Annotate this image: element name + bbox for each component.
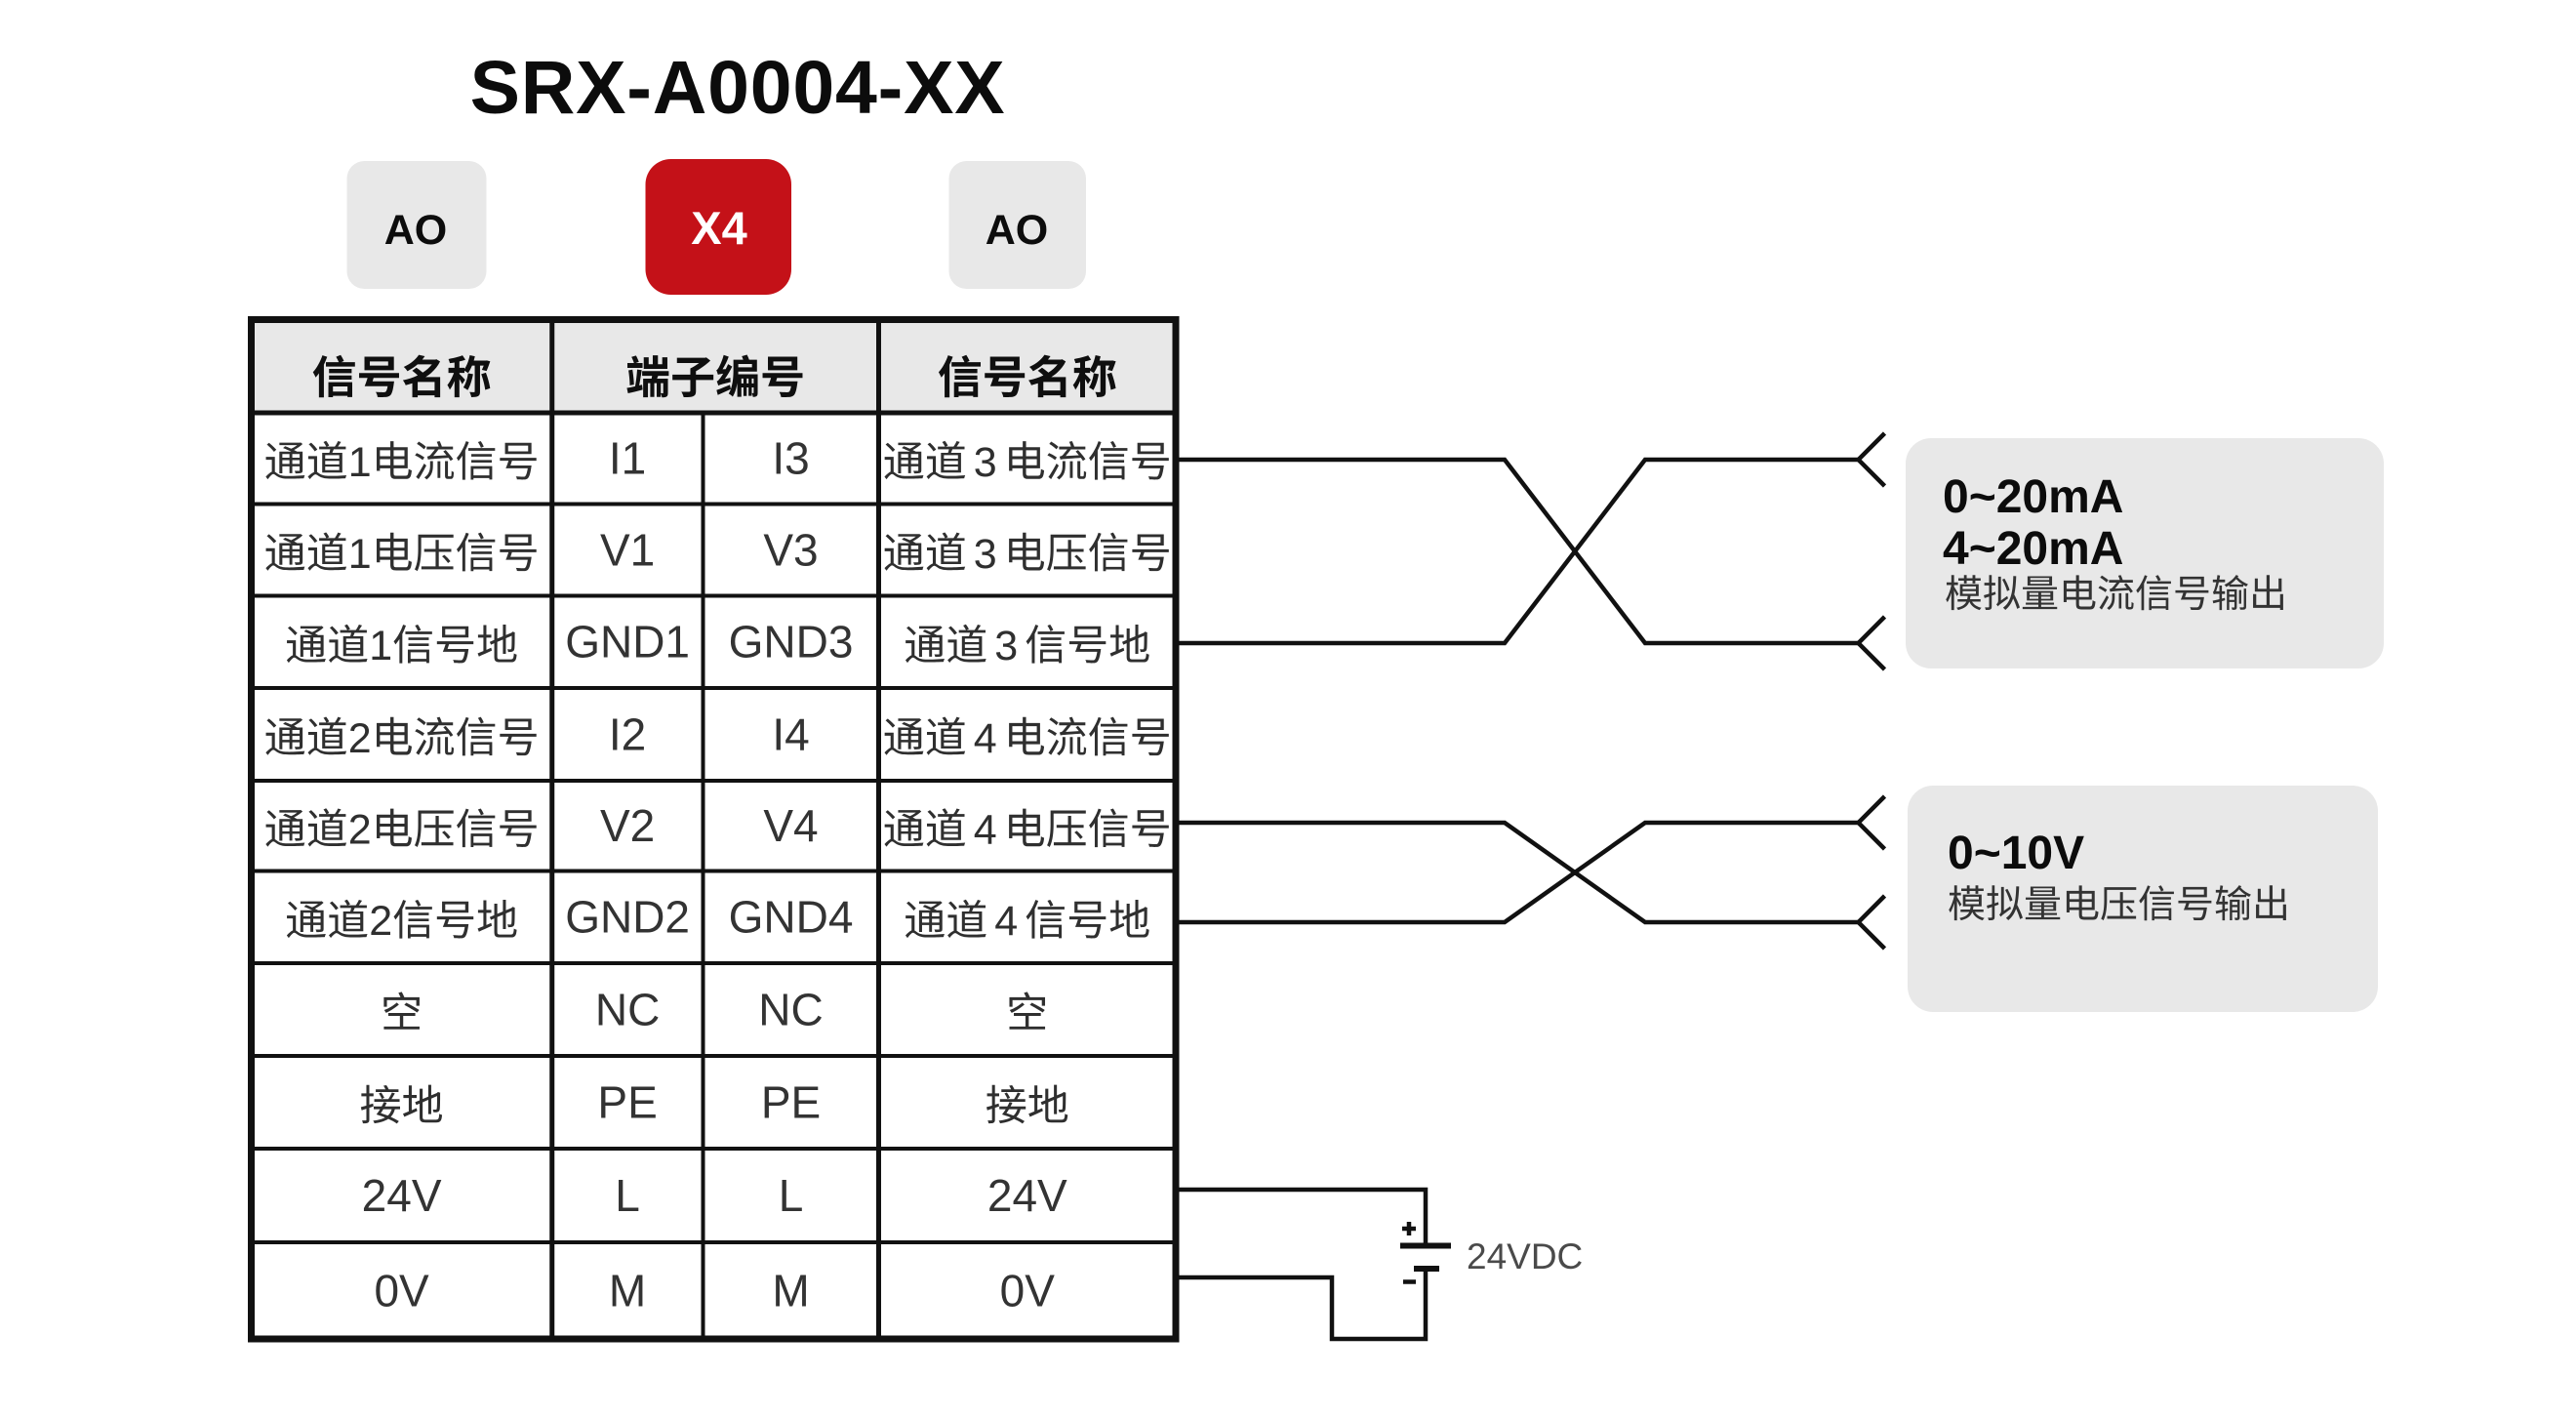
svg-text:V1: V1: [600, 524, 655, 575]
svg-text:0V: 0V: [374, 1265, 429, 1316]
svg-text:2: 2: [348, 715, 372, 762]
svg-text:24V: 24V: [987, 1170, 1067, 1221]
svg-text:4: 4: [974, 715, 997, 762]
svg-text:X4: X4: [691, 202, 747, 254]
svg-text:0~10V: 0~10V: [1948, 828, 2084, 879]
svg-text:2: 2: [348, 807, 372, 854]
svg-text:V2: V2: [600, 800, 655, 851]
svg-text:3: 3: [974, 439, 997, 486]
svg-text:PE: PE: [761, 1076, 821, 1127]
svg-text:NC: NC: [595, 984, 660, 1034]
svg-text:24VDC: 24VDC: [1467, 1236, 1583, 1276]
svg-text:GND3: GND3: [729, 617, 854, 668]
svg-text:24V: 24V: [362, 1170, 442, 1221]
svg-text:NC: NC: [758, 984, 823, 1034]
svg-text:AO: AO: [986, 207, 1049, 254]
svg-text:1: 1: [348, 439, 372, 486]
svg-text:I4: I4: [772, 708, 809, 759]
svg-text:4: 4: [994, 898, 1018, 945]
svg-text:I2: I2: [609, 708, 646, 759]
svg-text:0~20mA: 0~20mA: [1943, 471, 2123, 523]
svg-text:SRX-A0004-XX: SRX-A0004-XX: [470, 46, 1006, 130]
svg-text:I3: I3: [772, 433, 809, 484]
svg-text:M: M: [772, 1265, 809, 1316]
svg-text:GND4: GND4: [729, 892, 854, 943]
svg-text:PE: PE: [597, 1076, 657, 1127]
svg-text:1: 1: [348, 531, 372, 578]
svg-text:L: L: [779, 1170, 804, 1221]
svg-text:4~20mA: 4~20mA: [1943, 523, 2123, 575]
svg-text:1: 1: [369, 623, 392, 669]
svg-text:V4: V4: [763, 800, 818, 851]
svg-text:V3: V3: [763, 524, 818, 575]
svg-text:L: L: [615, 1170, 640, 1221]
svg-text:2: 2: [369, 898, 392, 945]
svg-text:0V: 0V: [1000, 1265, 1056, 1316]
svg-text:M: M: [609, 1265, 646, 1316]
svg-text:3: 3: [974, 531, 997, 578]
svg-text:I1: I1: [609, 433, 646, 484]
svg-text:3: 3: [994, 623, 1018, 669]
svg-text:4: 4: [974, 807, 997, 854]
svg-text:GND1: GND1: [565, 617, 690, 668]
svg-text:GND2: GND2: [565, 892, 690, 943]
svg-text:AO: AO: [384, 207, 448, 254]
